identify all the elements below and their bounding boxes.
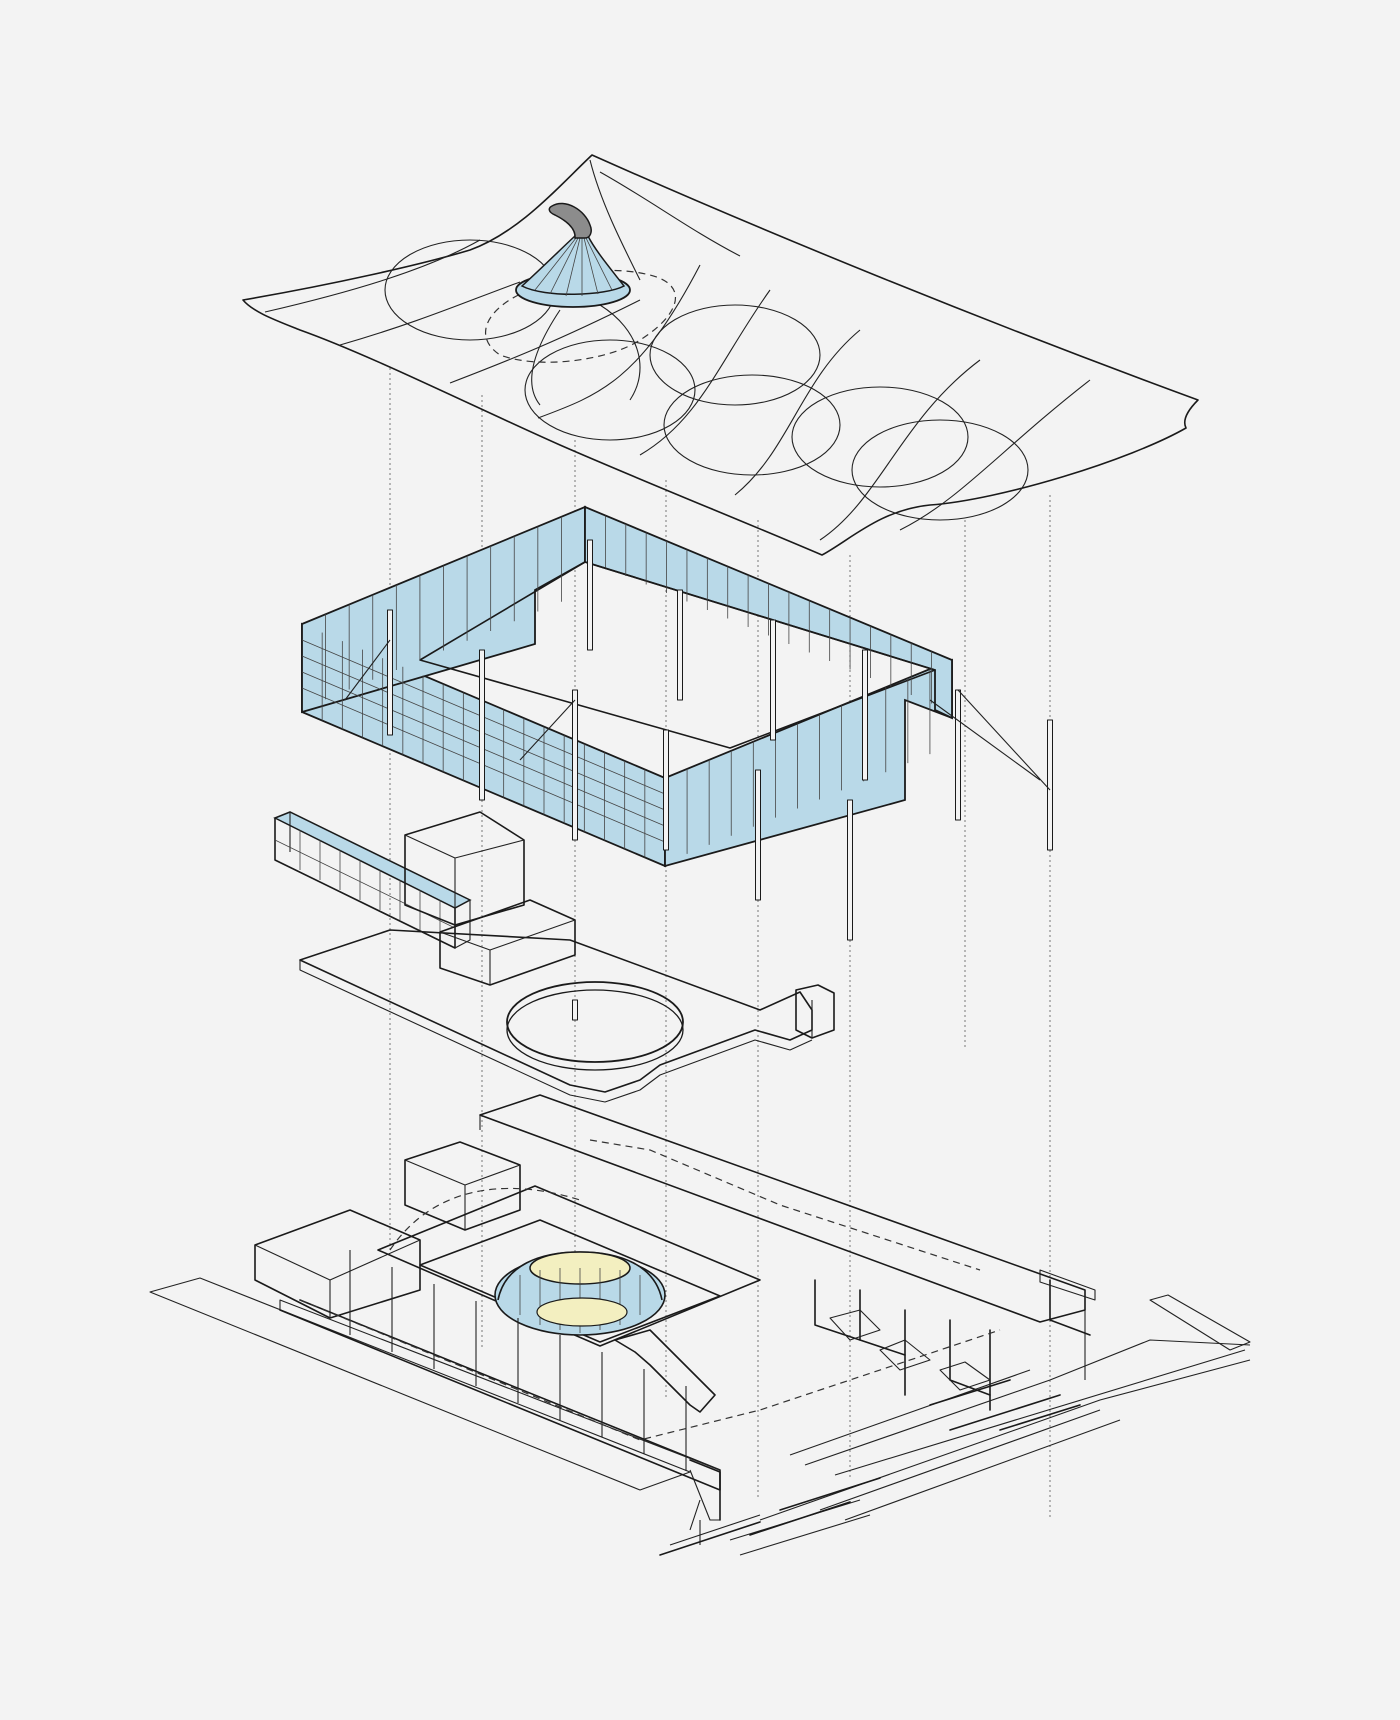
ground-floor-glass-dome [494, 1251, 666, 1336]
site-boundary [149, 1277, 691, 1491]
structural-column [847, 799, 853, 941]
upper-floor-glass-shelf [273, 811, 472, 909]
structural-column [770, 619, 776, 741]
facade-front-wall [664, 658, 953, 868]
structural-column [572, 999, 578, 1021]
projection-lines [389, 368, 1051, 1520]
structural-column [479, 649, 485, 801]
upper-floor-core [404, 811, 525, 926]
ground-floor-layer [149, 1094, 1251, 1556]
oculus-cone [520, 235, 626, 295]
structural-column [677, 589, 683, 701]
dome-floor [536, 1297, 628, 1327]
upper-floor-layer [273, 811, 835, 1103]
structural-column [663, 729, 669, 851]
roof-oculus [515, 202, 631, 308]
structural-column [572, 689, 578, 841]
structural-column [955, 689, 961, 821]
structural-columns [387, 539, 1053, 1021]
roof-canopy [242, 154, 1199, 556]
structural-column [862, 649, 868, 781]
upper-floor-oculus-void [506, 981, 684, 1063]
structural-column [1047, 719, 1053, 851]
structural-column [387, 609, 393, 736]
oculus-cap [548, 202, 592, 239]
upper-floor-slab [299, 929, 813, 1093]
ground-floor-main-block [479, 1094, 1086, 1323]
glass-facade-layer [301, 505, 1053, 1021]
ground-floor-stair [614, 1329, 716, 1413]
roof-layer [242, 154, 1199, 556]
structural-column [587, 539, 593, 651]
structural-column [755, 769, 761, 901]
